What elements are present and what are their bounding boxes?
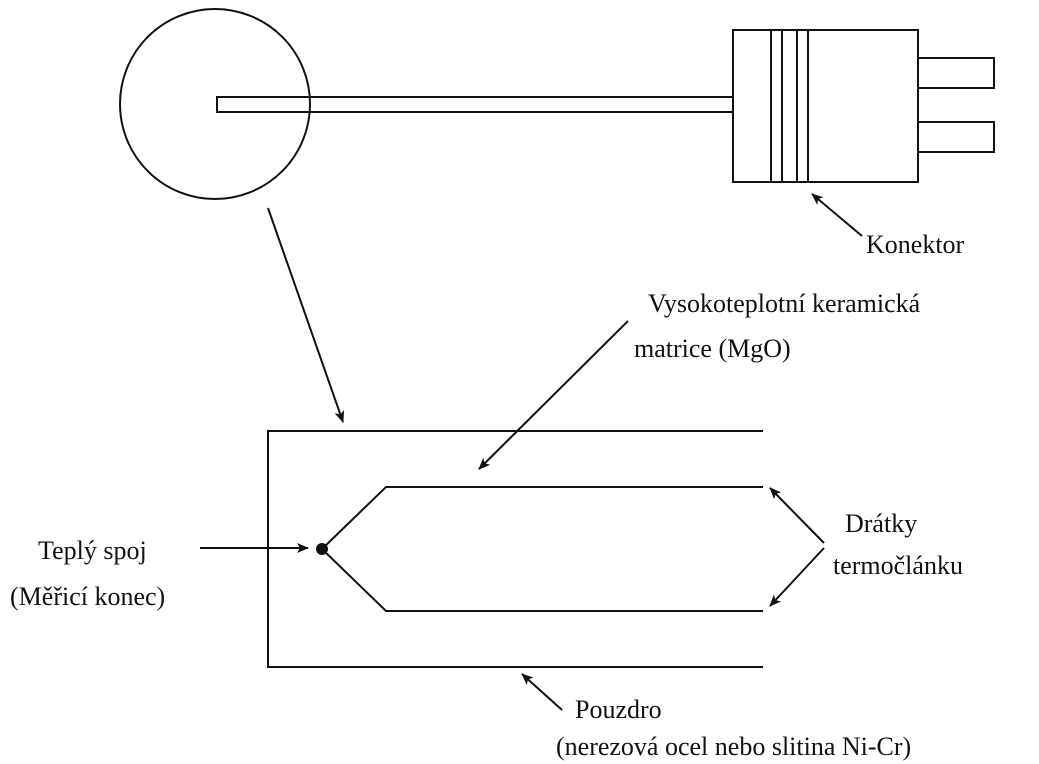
probe-sheath-rod xyxy=(216,96,734,113)
wires-arrow-bottom xyxy=(769,547,825,607)
connector-pin-bottom xyxy=(917,121,995,153)
label-hot-junction-line2: (Měřicí konec) xyxy=(10,582,165,611)
label-wires-line2: termočlánku xyxy=(833,551,963,580)
ceramic-arrow xyxy=(478,320,629,470)
zoom-arrow xyxy=(267,207,345,423)
label-ceramic-line2: matrice (MgO) xyxy=(634,334,791,363)
label-sheath-line1: Pouzdro xyxy=(575,695,662,724)
label-wires-line1: Drátky xyxy=(845,509,917,538)
label-connector: Konektor xyxy=(866,230,965,259)
magnifier-circle xyxy=(119,8,311,200)
connector-arrow xyxy=(811,193,863,237)
connector xyxy=(732,29,995,183)
label-ceramic-line1: Vysokoteplotní keramická xyxy=(648,289,921,318)
label-sheath-line2: (nerezová ocel nebo slitina Ni-Cr) xyxy=(556,732,911,761)
hot-junction-dot xyxy=(316,543,328,555)
connector-body xyxy=(732,29,919,183)
sheath-arrow xyxy=(521,673,563,711)
thermocouple-wires xyxy=(320,486,763,612)
label-hot-junction-line1: Teplý spoj xyxy=(38,536,147,565)
wires-arrow-top xyxy=(769,487,825,544)
sheath-outline xyxy=(267,430,763,668)
connector-pin-top xyxy=(917,57,995,89)
